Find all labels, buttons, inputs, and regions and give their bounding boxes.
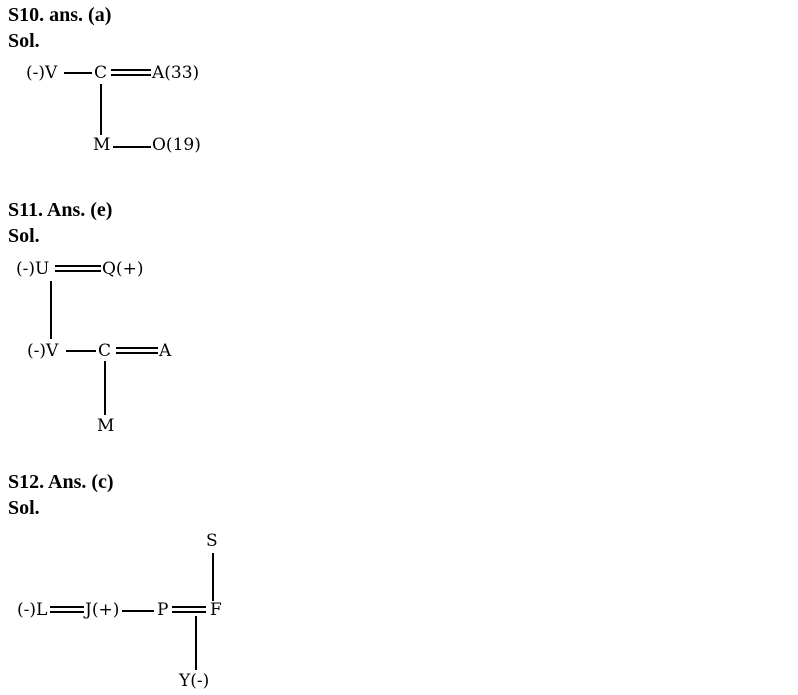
s11-link-c-m bbox=[104, 361, 106, 415]
s11-link-u-v bbox=[50, 281, 52, 339]
s10-link-c-m bbox=[100, 84, 102, 135]
s12-title: S12. Ans. (c) bbox=[8, 471, 114, 493]
s12-node-l: (-)L bbox=[17, 600, 48, 620]
s10-title: S10. ans. (a) bbox=[8, 4, 112, 26]
s12-link-s-f bbox=[212, 553, 214, 601]
s11-node-v: (-)V bbox=[27, 341, 59, 361]
s11-double-link-u-q bbox=[55, 265, 101, 272]
s10-double-link-c-a bbox=[111, 69, 151, 76]
s11-node-u: (-)U bbox=[16, 259, 50, 279]
s12-node-j: J(+) bbox=[85, 600, 120, 620]
s12-sol-label: Sol. bbox=[8, 497, 40, 519]
s10-node-c: C bbox=[94, 63, 108, 83]
s12-double-link-l-j bbox=[50, 606, 84, 613]
s11-sol-label: Sol. bbox=[8, 225, 40, 247]
s12-node-y: Y(-) bbox=[179, 671, 210, 691]
s10-node-o: O(19) bbox=[152, 135, 201, 155]
s11-double-link-c-a bbox=[116, 347, 158, 354]
s11-title: S11. Ans. (e) bbox=[8, 199, 113, 221]
s11-node-m: M bbox=[97, 416, 115, 436]
s11-node-c: C bbox=[98, 341, 112, 361]
s12-link-j-p bbox=[122, 610, 154, 612]
s12-node-p: P bbox=[157, 600, 169, 620]
s10-link-v-c bbox=[64, 72, 92, 74]
s11-node-q: Q(+) bbox=[102, 259, 144, 279]
s10-sol-label: Sol. bbox=[8, 30, 40, 52]
s10-node-a: A(33) bbox=[152, 63, 200, 83]
s10-link-m-o bbox=[113, 146, 151, 148]
s11-link-v-c bbox=[66, 350, 96, 352]
s10-node-m: M bbox=[93, 135, 111, 155]
s12-node-f: F bbox=[210, 600, 222, 620]
s12-node-s: S bbox=[206, 531, 218, 551]
s11-node-a: A bbox=[159, 341, 172, 361]
s12-link-p-y bbox=[195, 616, 197, 670]
s12-double-link-p-f bbox=[172, 606, 206, 613]
s10-node-v: (-)V bbox=[26, 63, 58, 83]
